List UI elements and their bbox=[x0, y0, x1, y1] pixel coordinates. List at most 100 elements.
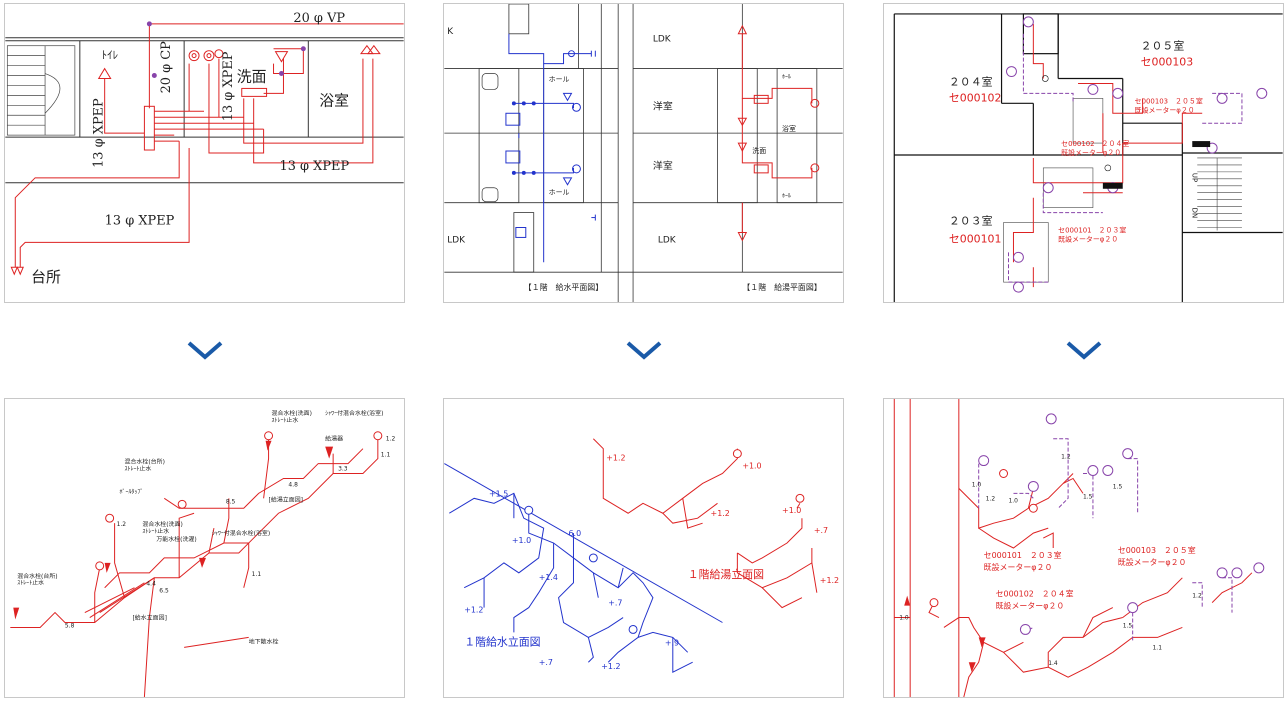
note-204b: 既設メーターφ２０ bbox=[1061, 148, 1121, 157]
label-mix-senmen-2: 混合水栓(洗面) bbox=[142, 520, 182, 528]
isometric-drawing-panel-6: セ000101 ２０３室 既設メーターφ２０ セ000102 ２０４室 既設メー… bbox=[883, 398, 1284, 698]
note-203: セ000101 ２０３室 bbox=[1058, 225, 1126, 234]
plan-drawing-panel-1: 20 φ VP 20 φ CP ﾄｲﾚ 13 φ XPEP 13 φ XPEP … bbox=[4, 3, 405, 303]
label-mix-daidokoro-sub: ｽﾄﾚｰﾄ止水 bbox=[125, 465, 152, 473]
label-hall-3: ﾎｰﾙ bbox=[782, 73, 791, 80]
kyuto-dim-4: +1.0 bbox=[782, 506, 801, 515]
label-ldk-right: LDK bbox=[658, 235, 677, 245]
label-13-xpep-b: 13 φ XPEP bbox=[221, 51, 236, 121]
label-20-vp: 20 φ VP bbox=[293, 11, 345, 26]
label-13-xpep-a: 13 φ XPEP bbox=[92, 98, 107, 168]
id-205: セ000103 bbox=[1141, 56, 1194, 69]
label-yokushitsu-2: 浴室 bbox=[782, 124, 796, 133]
label-20-cp: 20 φ CP bbox=[159, 41, 174, 94]
note-204: セ000102 ２０４室 bbox=[1061, 139, 1129, 148]
label-up: UP bbox=[1190, 173, 1198, 182]
dim-9: 4.4 bbox=[146, 581, 156, 588]
label-ldk-top: LDK bbox=[653, 35, 672, 45]
label-k: K bbox=[447, 27, 454, 37]
kyuto-dim-1: +1.2 bbox=[606, 454, 625, 463]
chevron-down-icon bbox=[626, 341, 662, 360]
label-yokushitsu: 浴室 bbox=[319, 91, 349, 109]
label-13-xpep-c: 13 φ XPEP bbox=[279, 159, 349, 174]
label-senmen-2: 洗面 bbox=[752, 146, 766, 155]
plan-drawing-panel-3: ２０５室 セ000103 ２０４室 セ000102 ２０３室 セ000101 セ… bbox=[883, 3, 1284, 303]
kyuto-dim-5: +.7 bbox=[814, 526, 828, 535]
caption-kyusui-plan: 【１階 給水平面図】 bbox=[524, 282, 603, 292]
label-hall-1: ホール bbox=[549, 75, 570, 83]
dim-10: 1.1 bbox=[252, 571, 262, 578]
caption-kyusui-1f: １階給水立面図 bbox=[464, 634, 540, 648]
label-manryo: 万能水栓(洗濯) bbox=[156, 535, 196, 543]
note-205b: 既設メーターφ２０ bbox=[1135, 105, 1195, 114]
dim-p6-8: 1.0 bbox=[899, 615, 909, 622]
kyuto-dim-2: +1.0 bbox=[742, 462, 761, 471]
dim-p6-3: 1.5 bbox=[1113, 483, 1123, 490]
room-205: ２０５室 bbox=[1141, 39, 1185, 53]
isometric-drawing-5-svg: +1.2 +1.0 +1.2 +1.0 +.7 +1.2 +1.5 +1.0 +… bbox=[444, 438, 839, 673]
dim-4: 4.8 bbox=[288, 481, 298, 488]
dim-p6-5: 1.0 bbox=[1009, 497, 1019, 504]
note-204-elev: セ000102 ２０４室 bbox=[996, 589, 1074, 599]
dim-p6-6: 1.5 bbox=[1083, 493, 1093, 500]
chevron-down-icon bbox=[187, 341, 223, 360]
label-ldk-left: LDK bbox=[447, 235, 466, 245]
id-203: セ000101 bbox=[949, 232, 1002, 245]
dim-6: 1.2 bbox=[117, 521, 127, 528]
label-senmen: 洗面 bbox=[237, 67, 267, 85]
note-203b: 既設メーターφ２０ bbox=[1058, 234, 1118, 243]
caption-kyuto-elev: [給湯立面図] bbox=[269, 495, 303, 503]
kyusui-dim-8: +1.2 bbox=[601, 662, 620, 671]
caption-kyuto-plan: 【１階 給湯平面図】 bbox=[742, 282, 821, 292]
label-ball-tap: ﾎﾞｰﾙﾀｯﾌﾟ bbox=[120, 488, 144, 495]
kyuto-dim-6: +1.2 bbox=[820, 576, 839, 585]
label-shower-mix-2: ｼｬﾜｰ付混合水栓(浴室) bbox=[212, 529, 270, 537]
note-205: セ000103 ２０５室 bbox=[1135, 96, 1203, 105]
chevron-down-icon bbox=[1066, 341, 1102, 360]
note-203-elev: セ000101 ２０３室 bbox=[984, 550, 1062, 560]
kyusui-dim-5: +1.2 bbox=[464, 606, 483, 615]
label-toilet: ﾄｲﾚ bbox=[102, 49, 118, 62]
label-mix-daidokoro-2: 混合水栓(台所) bbox=[17, 572, 57, 580]
dim-p6-7: 1.2 bbox=[1192, 593, 1202, 600]
label-mix-senmen-sub: ｽﾄﾚｰﾄ止水 bbox=[272, 416, 299, 424]
dim-p6-10: 1.4 bbox=[1048, 660, 1058, 667]
kyusui-dim-6: +.9 bbox=[665, 638, 679, 647]
kyusui-dim-3: +1.4 bbox=[539, 573, 558, 582]
label-mix-daidokoro-2-sub: ｽﾄﾚｰﾄ止水 bbox=[17, 579, 44, 587]
dim-p6-11: 1.1 bbox=[1153, 644, 1163, 651]
label-mix-senmen: 混合水栓(洗面) bbox=[272, 409, 312, 417]
label-shower-mix: ｼｬﾜｰ付混合水栓(浴室) bbox=[325, 409, 383, 417]
isometric-drawing-panel-5: +1.2 +1.0 +1.2 +1.0 +.7 +1.2 +1.5 +1.0 +… bbox=[443, 398, 844, 698]
dim-8: 5.8 bbox=[65, 622, 75, 629]
plan-drawing-2-svg: K LDK LDK LDK ホール ホール 洋室 洋室 洗面 浴室 ﾎｰﾙ ﾎｰ… bbox=[444, 4, 843, 302]
dim-p6-2: 1.0 bbox=[972, 481, 982, 488]
label-13-xpep-d: 13 φ XPEP bbox=[105, 214, 175, 229]
kyusui-dim-7: +.7 bbox=[539, 658, 553, 667]
room-203: ２０３室 bbox=[949, 214, 993, 228]
dim-p6-4: 1.2 bbox=[986, 495, 996, 502]
dim-1: 1.2 bbox=[386, 436, 396, 443]
label-dn: DN bbox=[1190, 208, 1198, 219]
room-204: ２０４室 bbox=[949, 74, 993, 88]
kyusui-dim-4: +.7 bbox=[608, 599, 622, 608]
kyusui-dim-1: +1.5 bbox=[489, 489, 508, 498]
isometric-drawing-4-svg: 混合水栓(洗面) ｽﾄﾚｰﾄ止水 ｼｬﾜｰ付混合水栓(浴室) 給湯器 混合水栓(… bbox=[10, 409, 396, 697]
caption-kyuto-1f: １階給湯立面図 bbox=[688, 567, 764, 581]
id-204: セ000102 bbox=[949, 91, 1002, 104]
kyuto-dim-3: +1.2 bbox=[711, 509, 730, 518]
label-yoshitsu-1: 洋室 bbox=[653, 99, 673, 112]
label-daidokoro: 台所 bbox=[31, 268, 61, 286]
plan-drawing-3-svg: ２０５室 セ000103 ２０４室 セ000102 ２０３室 セ000101 セ… bbox=[893, 13, 1283, 302]
label-chika: 地下散水栓 bbox=[249, 637, 279, 645]
label-hall-2: ホール bbox=[549, 189, 570, 197]
label-mix-daidokoro: 混合水栓(台所) bbox=[125, 458, 165, 466]
note-203b-elev: 既設メーターφ２０ bbox=[984, 562, 1053, 572]
label-yoshitsu-2: 洋室 bbox=[653, 159, 673, 172]
caption-kyusui-elev: [給水立面図] bbox=[132, 614, 166, 622]
label-mix-senmen-2-sub: ｽﾄﾚｰﾄ止水 bbox=[142, 527, 169, 535]
dim-7: 6.5 bbox=[159, 588, 169, 595]
isometric-drawing-6-svg: セ000101 ２０３室 既設メーターφ２０ セ000102 ２０４室 既設メー… bbox=[893, 399, 1265, 697]
note-205-elev: セ000103 ２０５室 bbox=[1118, 545, 1196, 555]
kyusui-dim-9: 6.0 bbox=[569, 529, 582, 538]
